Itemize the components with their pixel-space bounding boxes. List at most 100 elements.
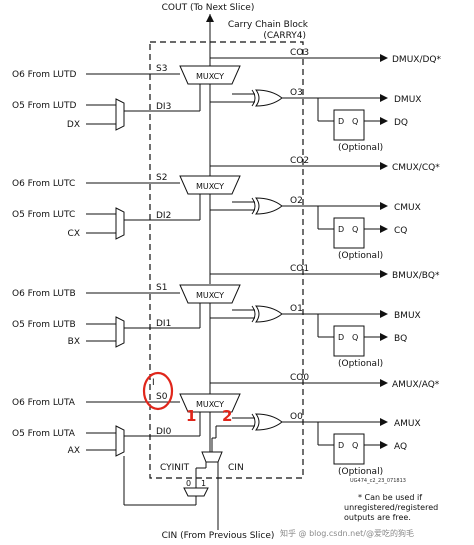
cq-label: CQ <box>394 226 407 236</box>
stage-c: O6 From LUTC S2 O5 From LUTC CX DI2 MUXC… <box>12 150 440 284</box>
xor-d-icon <box>255 89 283 107</box>
o6-lutb-label: O6 From LUTB <box>12 289 76 299</box>
const0-label: 0 <box>186 479 191 488</box>
o5-luta-label: O5 From LUTA <box>12 429 76 439</box>
muxcy-c-label: MUXCY <box>196 182 224 191</box>
cmuxcq-arrow-icon <box>380 162 388 170</box>
dmux-arrow-icon <box>380 94 388 102</box>
ff-a-dpin: D <box>338 441 344 450</box>
block-subtitle: (CARRY4) <box>263 31 306 41</box>
s0-highlight-circle <box>142 371 174 411</box>
muxcy-b-label: MUXCY <box>196 291 224 300</box>
di-mux-b-icon <box>115 316 125 348</box>
muxcy-d-icon <box>179 65 241 85</box>
ff-c-qpin: Q <box>352 225 358 234</box>
cout-arrow-icon <box>206 14 214 22</box>
muxcy-a-label: MUXCY <box>196 400 224 409</box>
bmuxbq-arrow-icon <box>380 270 388 278</box>
di-mux-c-icon <box>115 207 125 240</box>
ff-c-icon <box>333 217 365 249</box>
aq-arrow-icon <box>380 441 388 449</box>
di3-label: DI3 <box>156 102 171 112</box>
co0-label: CO0 <box>290 373 309 383</box>
cin-bottom-label: CIN (From Previous Slice) <box>162 531 275 541</box>
bq-arrow-icon <box>380 333 388 341</box>
o3-label: O3 <box>290 88 303 98</box>
ff-c-dpin: D <box>338 225 344 234</box>
note-line-3: outputs are free. <box>344 513 411 522</box>
bx-label: BX <box>68 337 80 347</box>
dmuxdq-arrow-icon <box>380 54 388 62</box>
s1-label: S1 <box>156 283 167 293</box>
amuxaq-arrow-icon <box>380 379 388 387</box>
cout-label: COUT (To Next Slice) <box>162 3 255 13</box>
o0-label: O0 <box>290 412 303 422</box>
o5-lutb-label: O5 From LUTB <box>12 320 76 330</box>
muxcy-d-label: MUXCY <box>196 72 224 81</box>
watermark: 知乎 @ blog.csdn.net/@爱吃的狗毛 <box>280 528 414 538</box>
cyinit-mux-icon <box>201 451 223 463</box>
ff-a-qpin: Q <box>352 441 358 450</box>
ax-label: AX <box>68 446 80 456</box>
const1-label: 1 <box>201 479 206 488</box>
ff-d-dpin: D <box>338 117 344 126</box>
note-line-1: * Can be used if <box>358 493 422 502</box>
xor-a-icon <box>255 413 283 431</box>
o6-lutd-label: O6 From LUTD <box>12 70 76 80</box>
stage-a: O6 From LUTA S0 I O5 From LUTA AX DI0 MU… <box>12 373 440 477</box>
figure-id: UG474_c2_23_071813 <box>350 478 406 484</box>
aq-label: AQ <box>394 442 407 452</box>
ff-d-icon <box>333 109 365 141</box>
dx-label: DX <box>67 120 80 130</box>
block-title: Carry Chain Block <box>228 20 309 30</box>
s0-label: S0 <box>156 392 168 402</box>
stage-b: O6 From LUTB S1 O5 From LUTB BX DI1 MUXC… <box>12 264 440 394</box>
muxcy-a-icon <box>179 393 241 413</box>
s0-tick: I <box>152 378 155 388</box>
cmux-label: CMUX <box>394 203 421 213</box>
dq-label: DQ <box>394 118 408 128</box>
di0-label: DI0 <box>156 427 172 437</box>
amux-label: AMUX <box>394 419 421 429</box>
bmuxbq-label: BMUX/BQ* <box>392 271 440 281</box>
carry4-block-border <box>149 41 304 479</box>
const-mux-icon <box>183 487 209 497</box>
optional-c-label: (Optional) <box>338 251 383 261</box>
note-line-2: unregistered/registered <box>344 503 438 512</box>
di2-label: DI2 <box>156 211 171 221</box>
optional-d-label: (Optional) <box>338 143 383 153</box>
cx-label: CX <box>68 229 80 239</box>
ff-b-icon <box>333 325 365 357</box>
co3-label: CO3 <box>290 48 309 58</box>
amuxaq-label: AMUX/AQ* <box>392 380 440 390</box>
muxcy-b-icon <box>179 284 241 304</box>
xor-c-icon <box>255 197 283 215</box>
amux-arrow-icon <box>380 418 388 426</box>
ff-b-qpin: Q <box>352 333 358 342</box>
xor-b-icon <box>255 305 283 323</box>
ff-b-dpin: D <box>338 333 344 342</box>
o6-lutc-label: O6 From LUTC <box>12 179 75 189</box>
o1-label: O1 <box>290 304 303 314</box>
s3-label: S3 <box>156 64 167 74</box>
dmuxdq-label: DMUX/DQ* <box>392 55 441 65</box>
di-mux-a-icon <box>115 425 125 457</box>
annotation-1: 1 <box>186 407 196 425</box>
co1-label: CO1 <box>290 264 309 274</box>
cyinit-label: CYINIT <box>160 463 190 473</box>
o5-lutd-label: O5 From LUTD <box>12 101 76 111</box>
co2-label: CO2 <box>290 156 309 166</box>
cq-arrow-icon <box>380 225 388 233</box>
di1-label: DI1 <box>156 319 171 329</box>
o6-luta-label: O6 From LUTA <box>12 398 76 408</box>
o2-label: O2 <box>290 196 303 206</box>
ff-d-qpin: Q <box>352 117 358 126</box>
cmux-arrow-icon <box>380 202 388 210</box>
bmux-arrow-icon <box>380 310 388 318</box>
bmux-label: BMUX <box>394 311 421 321</box>
cmuxcq-label: CMUX/CQ* <box>392 163 440 173</box>
muxcy-c-icon <box>179 175 241 195</box>
di-mux-d-icon <box>115 98 125 131</box>
